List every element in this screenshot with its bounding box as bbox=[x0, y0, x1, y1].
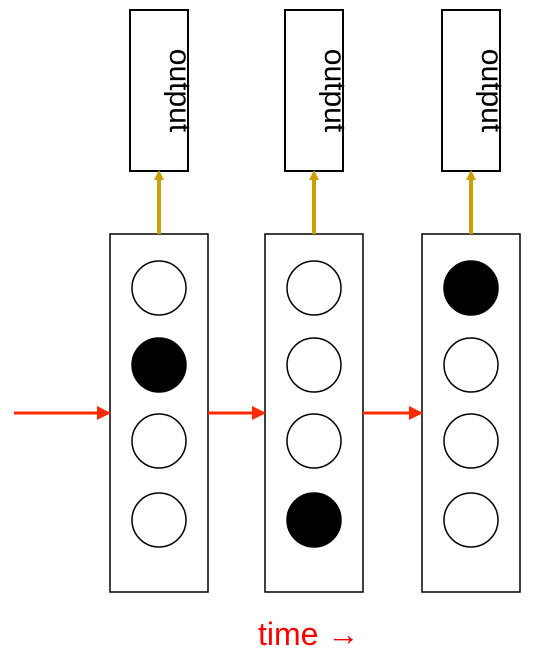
active-unit-3-1 bbox=[443, 260, 499, 316]
output-label-2: output bbox=[318, 49, 351, 133]
inactive-unit-3-4 bbox=[443, 492, 499, 548]
inactive-unit-2-1 bbox=[286, 260, 342, 316]
inactive-unit-1-4 bbox=[131, 492, 187, 548]
inactive-unit-1-1 bbox=[131, 260, 187, 316]
active-unit-2-4 bbox=[286, 492, 342, 548]
inactive-unit-2-3 bbox=[286, 413, 342, 469]
inactive-unit-3-2 bbox=[443, 337, 499, 393]
output-box-2 bbox=[284, 9, 344, 172]
output-label-3: output bbox=[475, 49, 508, 133]
time-label: time → bbox=[258, 616, 359, 652]
active-unit-1-2 bbox=[131, 337, 187, 393]
inactive-unit-2-2 bbox=[286, 337, 342, 393]
output-label-1: output bbox=[163, 49, 196, 133]
inactive-unit-3-3 bbox=[443, 413, 499, 469]
output-box-1 bbox=[129, 9, 189, 172]
inactive-unit-1-3 bbox=[131, 413, 187, 469]
output-box-3 bbox=[441, 9, 501, 172]
